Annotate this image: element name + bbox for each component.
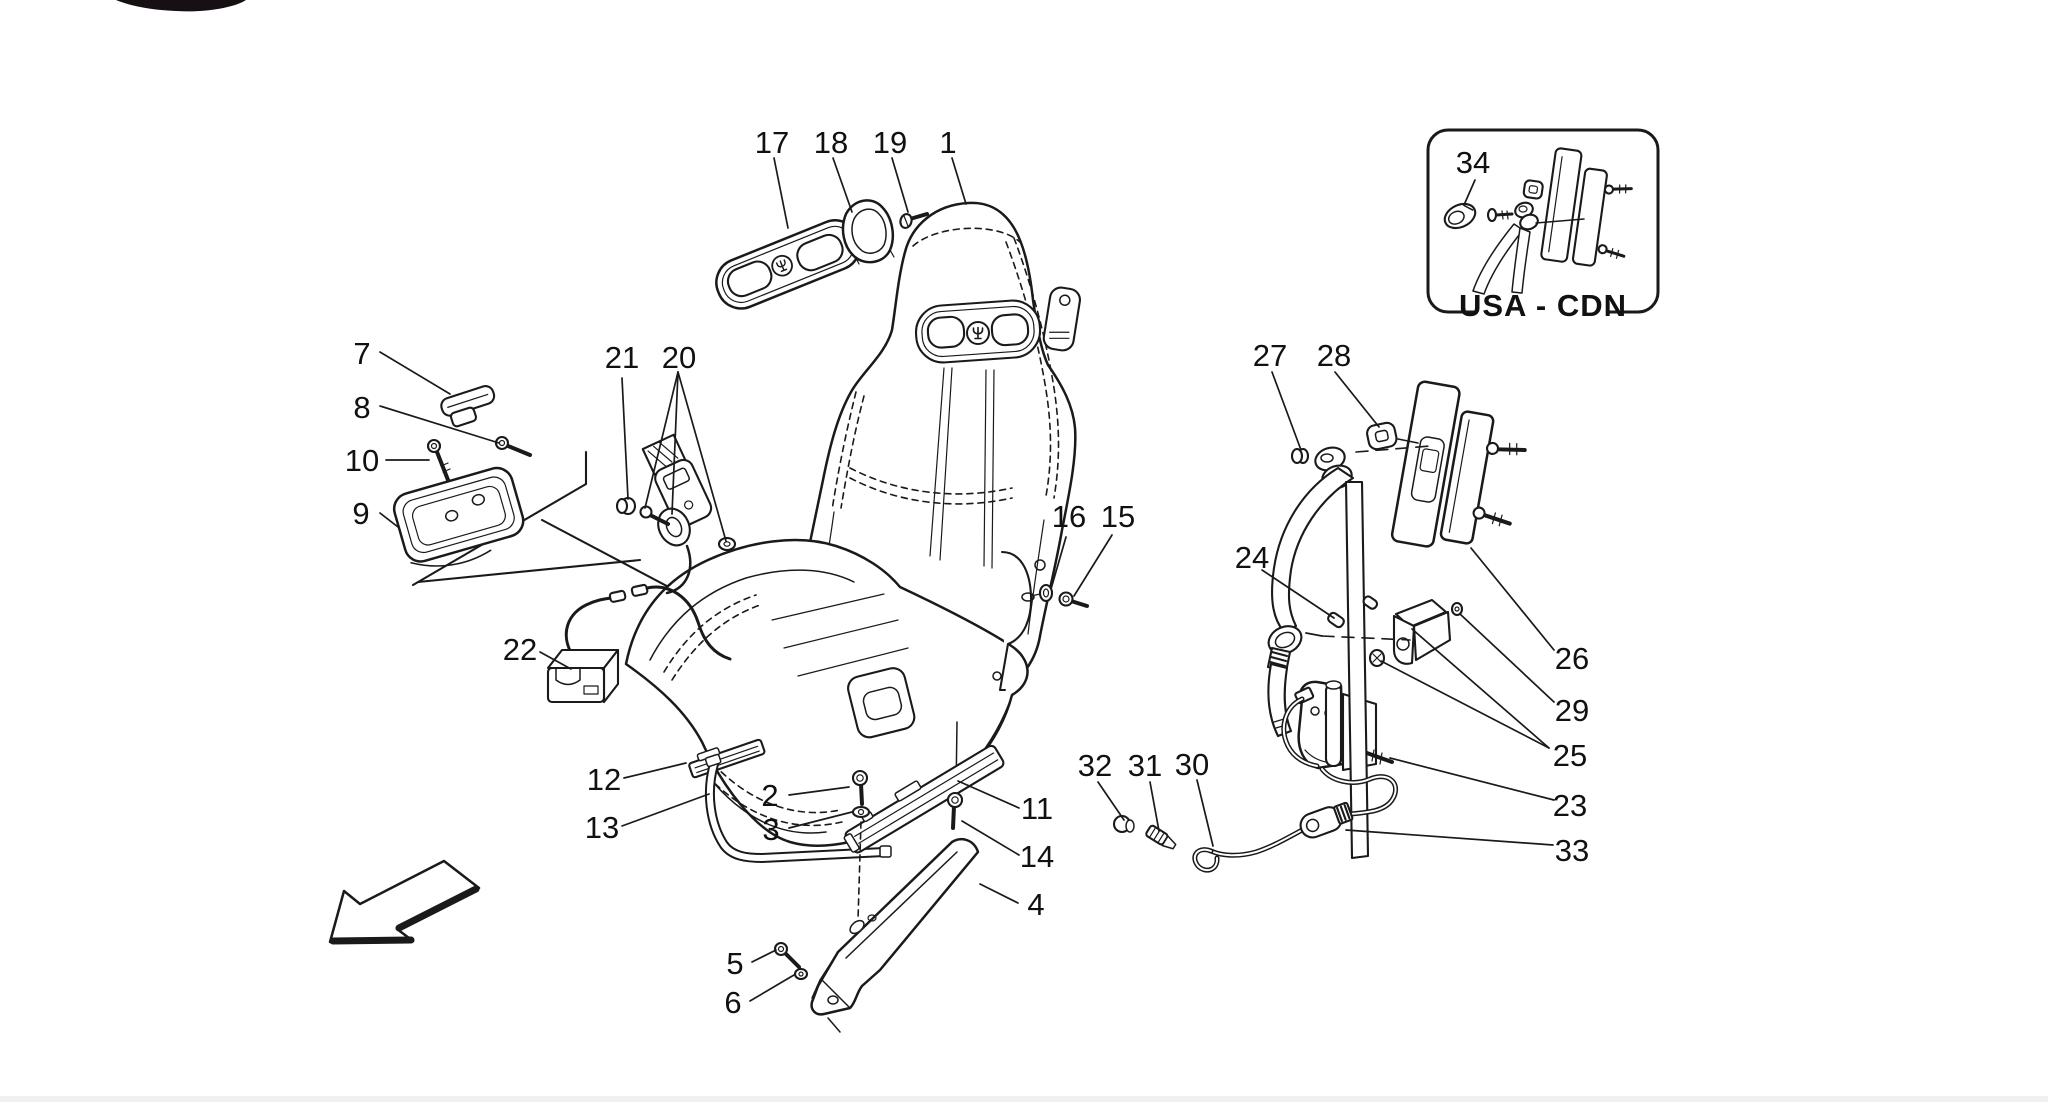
callout-28: 28 xyxy=(1317,338,1351,373)
callout-11: 11 xyxy=(1021,791,1053,826)
cushion-belt-slot xyxy=(847,667,916,739)
callout-labels: 1 2 3 4 5 6 7 8 9 10 11 12 13 14 15 16 1… xyxy=(345,125,1589,1020)
callout-5: 5 xyxy=(726,946,743,981)
seat-cushion xyxy=(624,538,1046,847)
belt-webbing-lap xyxy=(1267,662,1293,738)
callout-25: 25 xyxy=(1553,738,1587,773)
inset-belt-strap xyxy=(1472,223,1524,295)
belt-guide-plates xyxy=(1390,380,1527,548)
backrest-side-tab xyxy=(1042,286,1081,352)
callout-14: 14 xyxy=(1020,839,1054,874)
belt-webbing-shoulder xyxy=(1271,466,1355,634)
cap-part xyxy=(1112,814,1135,834)
callout-8: 8 xyxy=(353,390,370,425)
inset-box: USA - CDN xyxy=(1426,128,1660,326)
callout-6: 6 xyxy=(724,985,741,1020)
callout-26: 26 xyxy=(1555,641,1589,676)
callout-18: 18 xyxy=(814,125,848,160)
callout-20: 20 xyxy=(662,340,696,375)
headrest-screw-part xyxy=(899,212,929,229)
floor-bracket-part xyxy=(810,838,980,1033)
callout-32: 32 xyxy=(1078,748,1112,783)
callout-7: 7 xyxy=(353,336,370,371)
washer-21-part xyxy=(615,496,670,526)
inset-loop-part xyxy=(1514,201,1539,231)
screw-2-part xyxy=(851,769,869,806)
callout-22: 22 xyxy=(503,632,537,667)
harness-opening-panel xyxy=(914,299,1042,364)
sensor-cable-part xyxy=(1192,766,1399,873)
callout-10: 10 xyxy=(345,443,379,478)
screw-10-part xyxy=(426,438,451,482)
cover-plate-part xyxy=(392,466,525,567)
callout-12: 12 xyxy=(587,762,621,797)
frame-tube-part xyxy=(704,753,892,863)
seat-side-screws xyxy=(1030,583,1089,608)
inset-belt-strap-2 xyxy=(1511,227,1531,294)
screw-14-part xyxy=(946,791,964,830)
callout-24: 24 xyxy=(1235,540,1269,575)
callout-2: 2 xyxy=(761,778,778,813)
wiring-connector-part xyxy=(546,583,732,704)
corner-logo-mark xyxy=(116,0,246,12)
inset-screw-part xyxy=(1486,207,1514,223)
handle-bracket-part xyxy=(440,385,496,428)
belt-webbing-vertical xyxy=(1344,480,1370,860)
callout-30: 30 xyxy=(1175,747,1209,782)
retractor-part xyxy=(1281,680,1394,772)
callout-16: 16 xyxy=(1052,499,1086,534)
leader-lines xyxy=(379,157,1555,1002)
callout-15: 15 xyxy=(1101,499,1135,534)
direction-arrow xyxy=(328,859,481,945)
seatbelt-assembly xyxy=(1112,380,1527,873)
screw-5-part xyxy=(773,941,801,969)
callout-17: 17 xyxy=(755,125,789,160)
inset-grommet-part xyxy=(1443,202,1477,230)
belt-knob-part xyxy=(1366,421,1398,451)
washer-6-part xyxy=(793,967,809,981)
callout-31: 31 xyxy=(1128,748,1162,783)
callout-29: 29 xyxy=(1555,693,1589,728)
callout-9: 9 xyxy=(352,496,369,531)
inset-caption: USA - CDN xyxy=(1459,288,1627,323)
callout-19: 19 xyxy=(873,125,907,160)
callout-33: 33 xyxy=(1555,833,1589,868)
callout-1: 1 xyxy=(939,125,956,160)
sensor-plug-part xyxy=(1145,824,1177,850)
callout-4: 4 xyxy=(1027,887,1044,922)
belt-eyelet-part xyxy=(1299,801,1354,839)
screw-8-part xyxy=(494,435,532,457)
callout-21: 21 xyxy=(605,340,639,375)
callout-27: 27 xyxy=(1253,338,1287,373)
callout-23: 23 xyxy=(1553,788,1587,823)
callout-3: 3 xyxy=(762,812,779,847)
anchor-bracket-part xyxy=(1368,598,1464,668)
headrest-gasket-part xyxy=(841,199,895,265)
right-rail-part xyxy=(843,721,1005,854)
footer-strip xyxy=(0,1096,2048,1102)
washer-3-part xyxy=(851,805,871,921)
callout-13: 13 xyxy=(585,810,619,845)
callout-34: 34 xyxy=(1456,145,1490,180)
trident-badge-seat xyxy=(966,321,990,345)
inset-plates-part xyxy=(1522,147,1633,267)
